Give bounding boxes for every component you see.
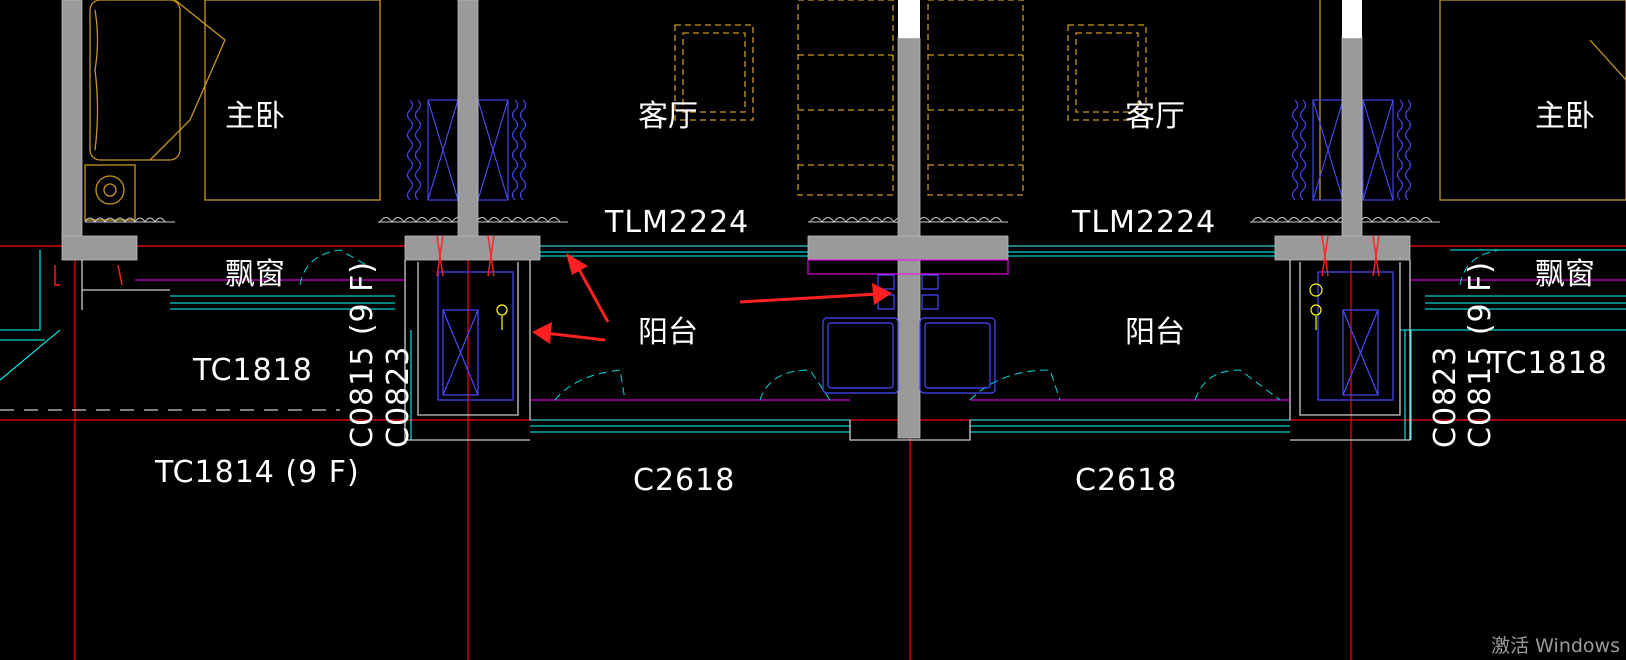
window-code-c0815-right: C0815 (9 F) <box>1463 261 1498 448</box>
arrow-to-window-top <box>566 253 610 323</box>
room-label-bay-window-right: 飘窗 <box>1535 257 1595 292</box>
room-label-balcony-left: 阳台 <box>638 315 698 350</box>
window-code-c0823-right: C0823 <box>1428 346 1463 448</box>
balcony-fixtures <box>437 271 1394 401</box>
balcony-walls <box>0 260 1411 441</box>
windows-activation-watermark: 激活 Windows <box>1491 635 1620 657</box>
planters <box>84 217 1440 223</box>
window-lines <box>0 245 1626 440</box>
room-label-master-bedroom-right: 主卧 <box>1535 99 1595 134</box>
window-code-c2618-right: C2618 <box>1075 463 1177 498</box>
furniture-outlines <box>84 0 1626 221</box>
magenta-lines <box>135 259 1626 401</box>
door-code-tlm2224-right: TLM2224 <box>1071 205 1216 240</box>
arrow-to-fixture-left <box>532 322 606 344</box>
room-label-living-room-left: 客厅 <box>638 99 698 134</box>
window-code-tc1814: TC1814 (9 F) <box>154 455 360 490</box>
red-wall-marks <box>54 235 1380 286</box>
room-label-master-bedroom-left: 主卧 <box>225 99 285 134</box>
window-code-tc1818-right: TC1818 <box>1487 346 1608 381</box>
door-code-tlm2224-left: TLM2224 <box>604 205 749 240</box>
door-swings <box>299 249 1501 401</box>
window-code-tc1818-left: TC1818 <box>192 353 313 388</box>
room-label-bay-window-left: 飘窗 <box>225 257 285 292</box>
window-code-c0815-left: C0815 (9 F) <box>345 261 380 448</box>
annotation-arrows <box>532 253 892 344</box>
window-code-c2618-left: C2618 <box>633 463 735 498</box>
arrow-to-center-fixture <box>739 283 892 305</box>
wall-tops <box>898 0 1362 38</box>
room-label-living-room-right: 客厅 <box>1125 99 1185 134</box>
window-code-c0823-left: C0823 <box>381 346 416 448</box>
room-label-balcony-right: 阳台 <box>1125 315 1185 350</box>
drain-symbols <box>496 283 1323 330</box>
walls <box>61 0 1411 439</box>
